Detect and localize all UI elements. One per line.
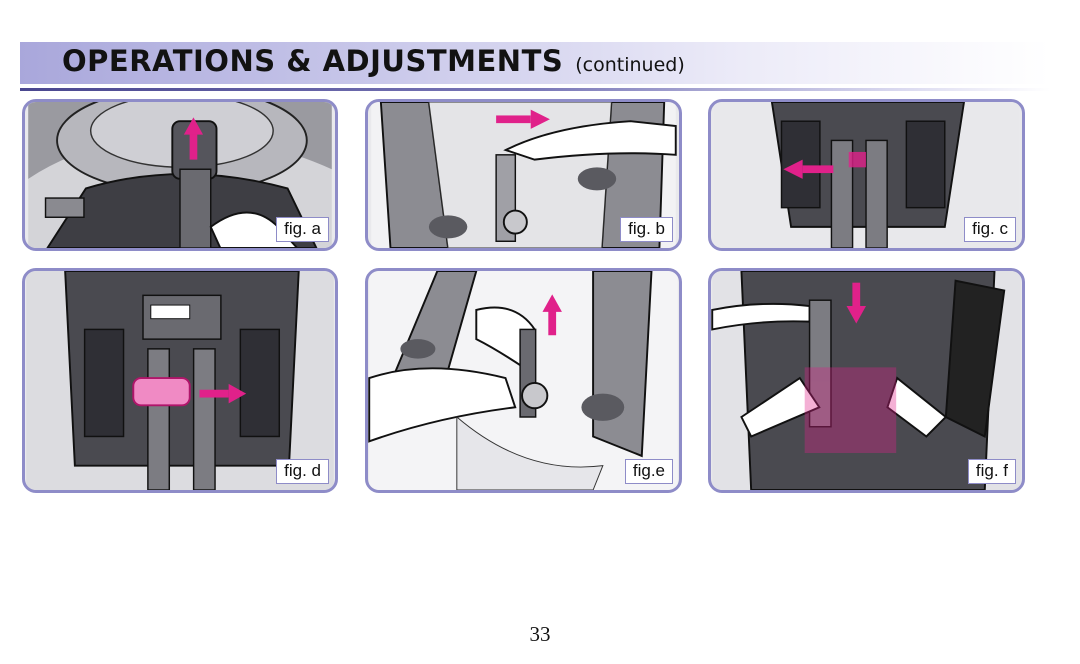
figure-d-illustration [26, 271, 334, 490]
figure-a-label: fig. a [276, 217, 329, 242]
figure-b-panel: fig. b [365, 99, 682, 251]
figure-f-label: fig. f [967, 459, 1016, 484]
figure-f-illustration [711, 271, 1021, 490]
figure-f-panel: fig. f [708, 268, 1025, 493]
header-band [20, 42, 1050, 84]
header-rule [20, 88, 1050, 91]
figure-c-panel: fig. c [708, 99, 1025, 251]
page-title: OPERATIONS & ADJUSTMENTS [62, 44, 564, 78]
figure-c-label: fig. c [964, 217, 1016, 242]
figure-a-illustration [28, 102, 332, 248]
figure-a-panel: fig. a [22, 99, 338, 251]
figure-d-label: fig. d [276, 459, 329, 484]
figure-b-label: fig. b [620, 217, 673, 242]
page-subtitle: (continued) [575, 54, 685, 76]
page-number: 33 [529, 622, 551, 646]
figure-d-panel: fig. d [22, 268, 338, 493]
figure-e-panel: fig.e [365, 268, 682, 493]
figure-e-illustration [368, 271, 678, 490]
figure-b-illustration [371, 102, 677, 248]
section-heading: OPERATIONS & ADJUSTMENTS (continued) [62, 44, 685, 82]
figure-c-illustration [714, 102, 1019, 248]
figure-e-label: fig.e [624, 459, 673, 484]
